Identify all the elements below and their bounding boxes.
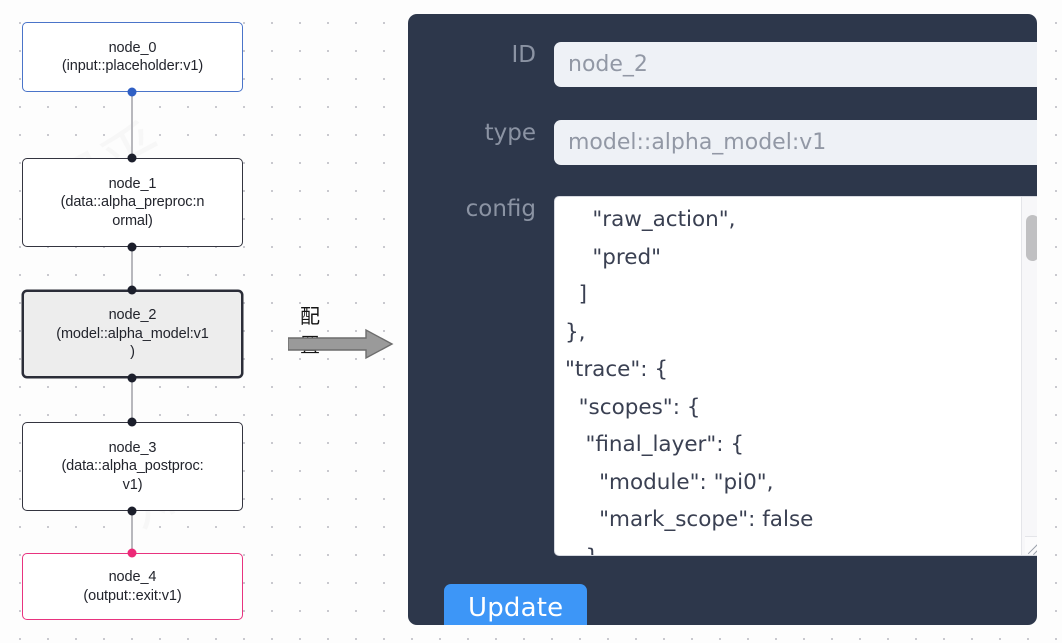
config-field-row: config "raw_action", "pred" ] }, "trace"…	[430, 196, 1037, 556]
id-field-row: ID node_2	[430, 42, 1037, 87]
node-title: node_0	[108, 39, 157, 56]
port-node_0-out[interactable]	[127, 87, 137, 97]
config-textarea-content[interactable]: "raw_action", "pred" ] }, "trace": { "sc…	[565, 207, 814, 555]
port-node_3-in[interactable]	[127, 417, 137, 427]
node-config-panel: ID node_2 type model::alpha_model:v1 con…	[408, 14, 1037, 625]
node-title: node_4	[108, 569, 157, 585]
port-node_1-in[interactable]	[127, 153, 137, 163]
edge-node3-node4	[131, 511, 133, 553]
node-subtitle: (output::exit:v1)	[83, 587, 182, 604]
type-input[interactable]: model::alpha_model:v1	[554, 120, 1037, 165]
node-title: node_1	[108, 175, 157, 192]
config-textarea[interactable]: "raw_action", "pred" ] }, "trace": { "sc…	[554, 196, 1037, 556]
graph-node-node_1[interactable]: node_1 (data::alpha_preproc:n ormal)	[22, 158, 243, 247]
node-title: node_2	[108, 307, 157, 324]
type-field-label: type	[484, 120, 536, 146]
config-scrollbar[interactable]	[1021, 197, 1037, 555]
port-node_4-in[interactable]	[127, 548, 137, 558]
update-button[interactable]: Update	[444, 584, 588, 625]
node-subtitle-cont: v1)	[122, 476, 143, 493]
id-field-label: ID	[511, 42, 537, 68]
type-field-row: type model::alpha_model:v1	[430, 120, 1037, 165]
config-scrollbar-thumb[interactable]	[1026, 215, 1037, 261]
node-subtitle: (data::alpha_preproc:n	[60, 194, 205, 211]
node-subtitle: (input::placeholder:v1)	[61, 58, 204, 74]
edge-node2-node3	[131, 378, 133, 422]
port-node_2-in[interactable]	[127, 285, 137, 295]
graph-node-node_2[interactable]: node_2 (model::alpha_model:v1 )	[22, 290, 243, 378]
node-title: node_3	[108, 439, 157, 456]
port-node_3-out[interactable]	[127, 506, 137, 516]
id-input[interactable]: node_2	[554, 42, 1037, 87]
graph-node-node_0[interactable]: node_0 (input::placeholder:v1)	[22, 22, 243, 92]
node-subtitle-cont: ormal)	[112, 212, 153, 229]
port-node_1-out[interactable]	[127, 242, 137, 252]
port-node_2-out[interactable]	[127, 373, 137, 383]
node-subtitle: (data::alpha_postproc:	[61, 458, 204, 475]
edge-node1-node2	[131, 247, 133, 290]
graph-node-node_4[interactable]: node_4 (output::exit:v1)	[22, 553, 243, 620]
config-field-label: config	[465, 196, 536, 222]
node-subtitle: (model::alpha_model:v1	[56, 325, 209, 342]
right-arrow-icon	[288, 328, 394, 360]
graph-node-node_3[interactable]: node_3 (data::alpha_postproc: v1)	[22, 422, 243, 511]
node-subtitle-cont: )	[130, 344, 135, 361]
config-resize-handle[interactable]	[1025, 536, 1037, 554]
edge-node0-node1	[131, 92, 133, 158]
